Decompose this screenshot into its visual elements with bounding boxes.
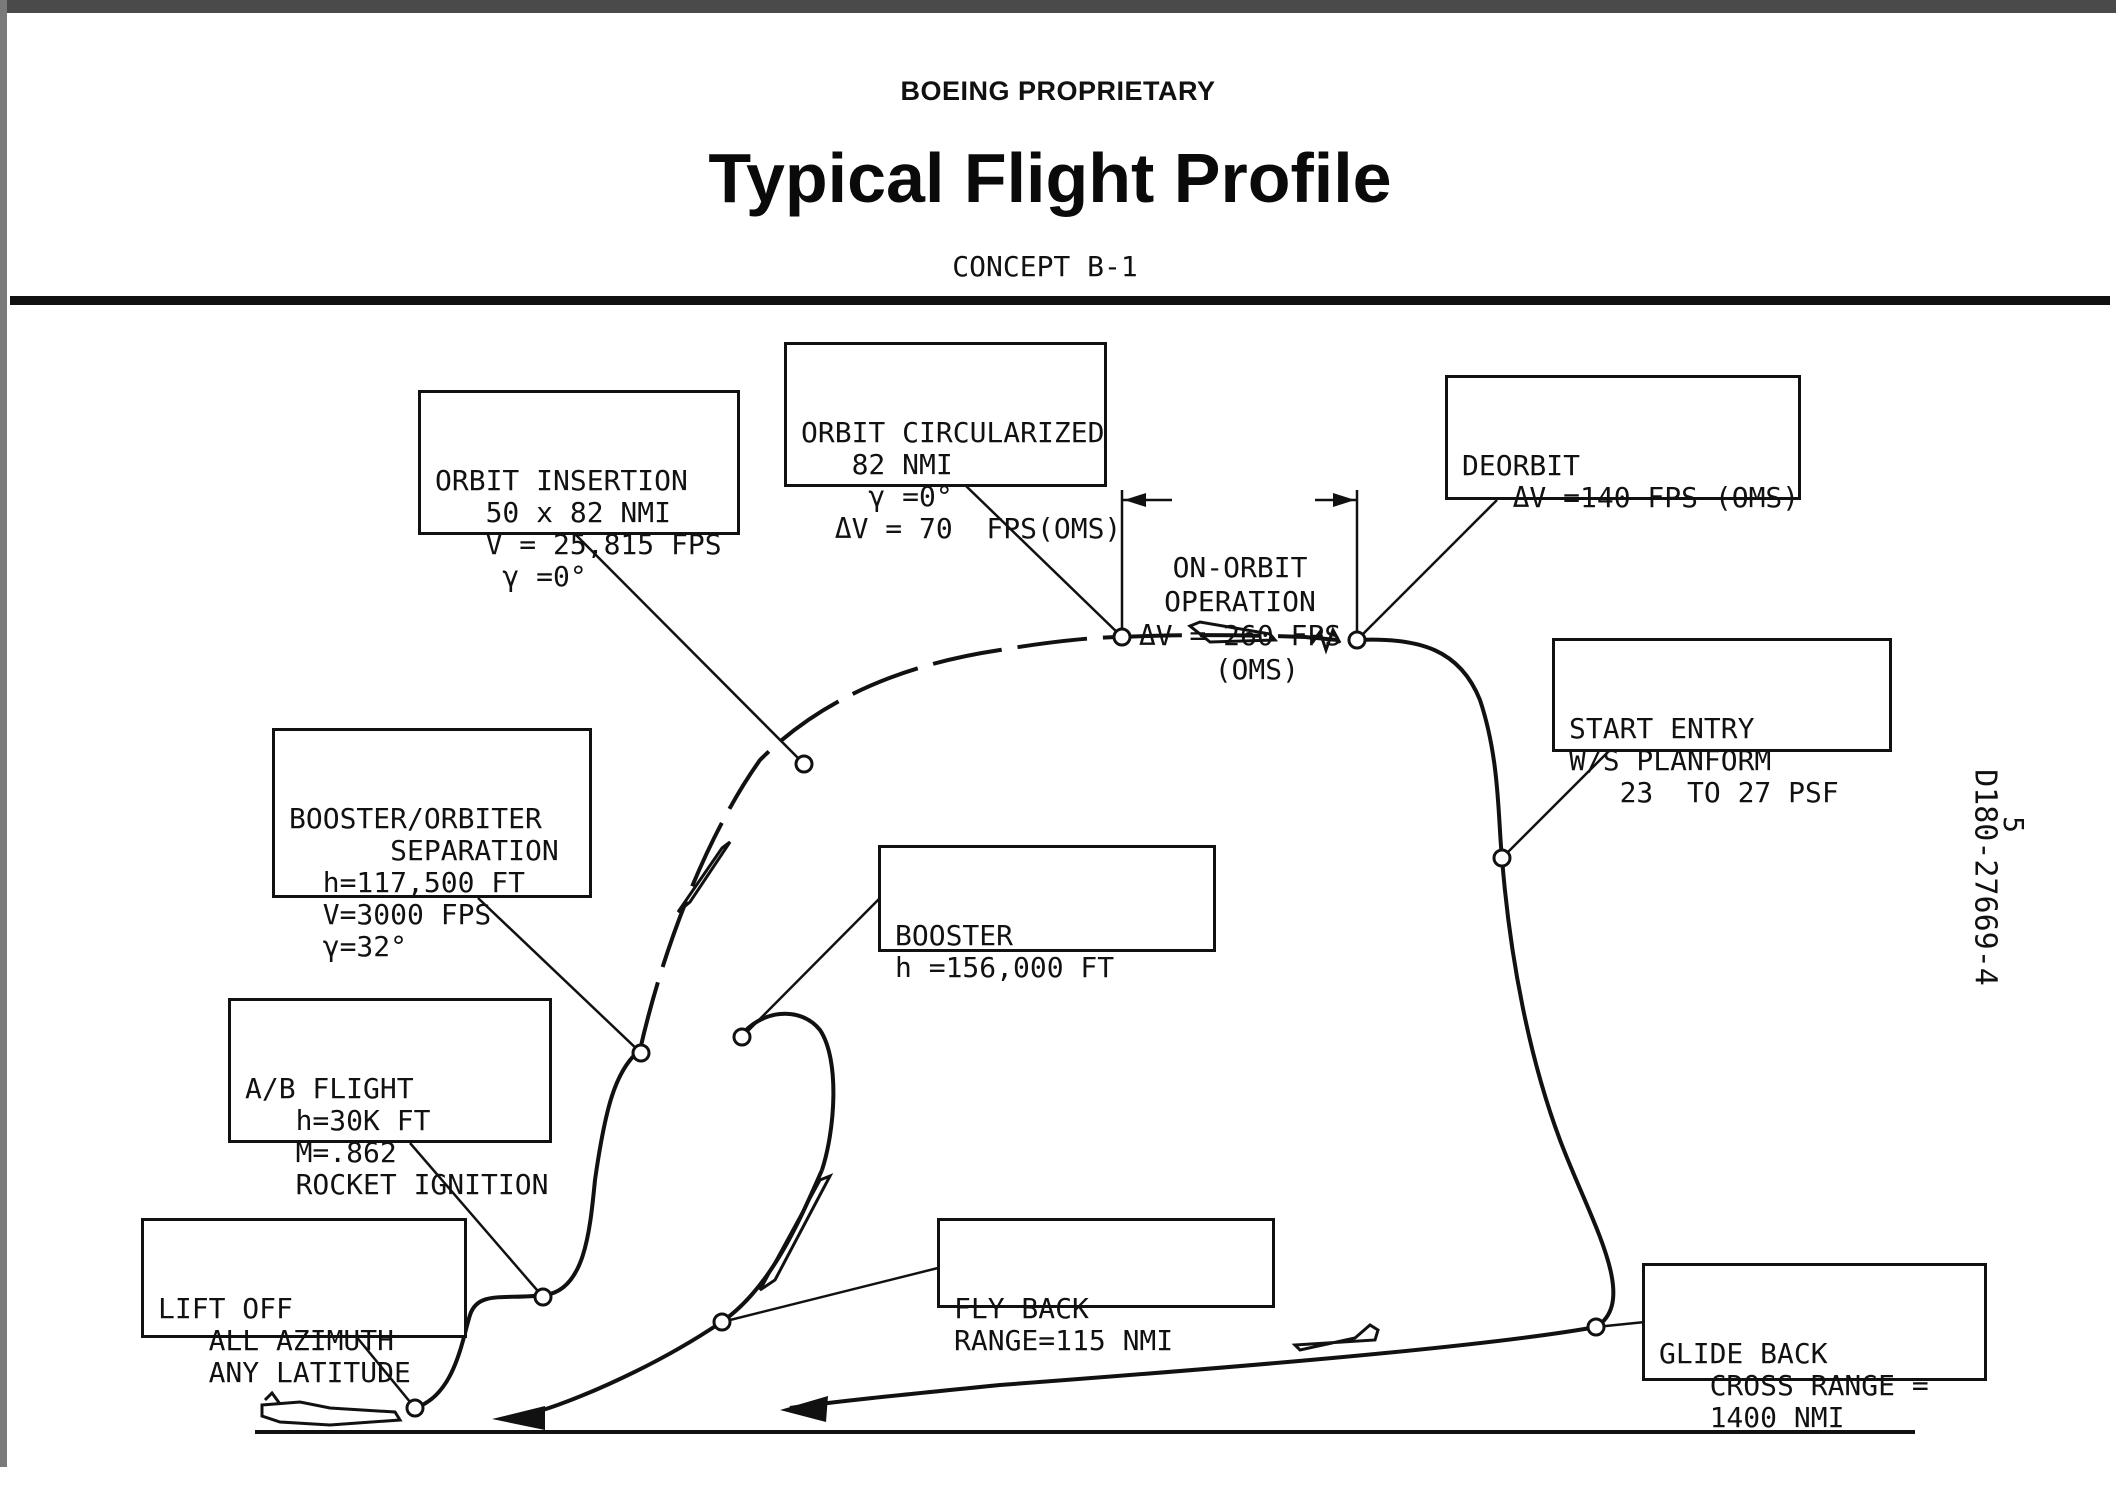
orbiter-glide-icon xyxy=(1291,1323,1380,1352)
glide-back-arrowhead xyxy=(780,1396,828,1422)
booster-coast-trajectory xyxy=(738,1011,836,1171)
page-number: 5 xyxy=(1996,816,2030,833)
glide-back-box: GLIDE BACK CROSS RANGE = 1400 NMI xyxy=(1642,1263,1987,1434)
orbit-insertion-box: ORBIT INSERTION 50 x 82 NMI V = 25,815 F… xyxy=(418,390,740,593)
glide-back-trajectory xyxy=(789,1325,1597,1410)
marker-orbit-insertion xyxy=(794,754,814,774)
marker-fly-back xyxy=(712,1312,732,1332)
booster-flyback-trajectory xyxy=(519,1169,824,1418)
page-title: Typical Flight Profile xyxy=(708,139,1392,217)
document-page: BOEING PROPRIETARY Typical Flight Profil… xyxy=(0,0,2116,1467)
header-rule xyxy=(10,296,2110,305)
flight-profile-diagram xyxy=(255,484,1915,1434)
event-markers xyxy=(405,627,1606,1418)
ab-flight-box: A/B FLIGHT h=30K FT M=.862 ROCKET IGNITI… xyxy=(228,998,552,1201)
leader-lines xyxy=(354,484,1646,1409)
proprietary-notice: BOEING PROPRIETARY xyxy=(900,76,1216,106)
on-orbit-left-arrow xyxy=(1124,493,1146,507)
entry-trajectory xyxy=(1356,637,1616,1329)
booster-orbiter-separation-box: BOOSTER/ORBITER SEPARATION h=117,500 FT … xyxy=(272,728,592,963)
on-orbit-right-arrow xyxy=(1333,493,1355,507)
vehicle-on-pad-icon xyxy=(260,1390,403,1427)
orbit-circularized-box: ORBIT CIRCULARIZED 82 NMI γ =0° ΔV = 70 … xyxy=(784,342,1121,545)
deorbit-box: DEORBIT ΔV =140 FPS (OMS) xyxy=(1445,375,1801,514)
marker-lift-off xyxy=(405,1398,425,1418)
scan-left-edge xyxy=(0,0,7,1467)
marker-start-entry xyxy=(1492,848,1512,868)
marker-glide-back xyxy=(1586,1317,1606,1337)
deorbit-burn xyxy=(1310,626,1342,655)
concept-label: CONCEPT B-1 xyxy=(952,250,1138,283)
marker-deorbit xyxy=(1347,630,1367,650)
scan-top-edge xyxy=(0,0,2116,13)
marker-separation xyxy=(631,1043,651,1063)
marker-booster-apogee xyxy=(732,1027,752,1047)
flyback-arrowhead xyxy=(492,1406,545,1430)
vehicle-ascent-icon xyxy=(676,840,732,914)
orbiter-on-orbit-icon xyxy=(1187,620,1279,644)
booster-flyback-icon xyxy=(758,1173,834,1292)
lift-off-box: LIFT OFF ALL AZIMUTH ANY LATITUDE xyxy=(141,1218,467,1389)
marker-orbit-circularized xyxy=(1112,627,1132,647)
document-code: D180-27669-4 xyxy=(1967,769,2003,986)
marker-ab-flight xyxy=(533,1287,553,1307)
